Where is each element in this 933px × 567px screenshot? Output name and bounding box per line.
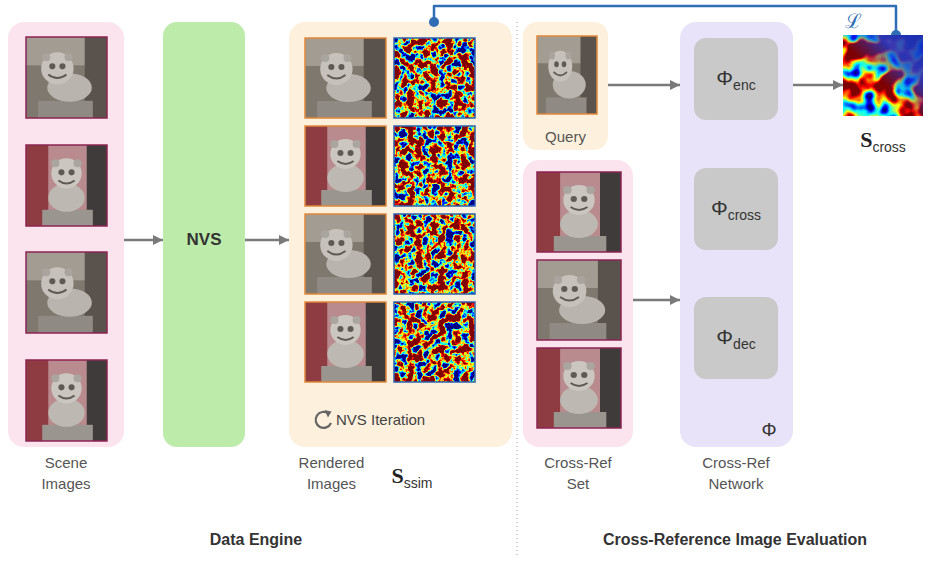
section-title: Cross-Reference Image Evaluation — [603, 531, 867, 548]
flow-arrow — [633, 299, 680, 302]
subscript-text: enc — [733, 77, 756, 93]
node-text: S — [860, 127, 872, 152]
text-holder: Scross — [833, 127, 933, 155]
caption-text: Rendered Images — [299, 454, 365, 492]
scene-images-panel: Scene Images — [8, 22, 124, 447]
subscript-text: ssim — [404, 475, 433, 491]
text-holder: Cross-Ref Set — [540, 452, 616, 494]
decoder-block: Φdec — [694, 297, 778, 379]
text-holder: Sssim — [379, 463, 445, 491]
node-text: NVS — [187, 230, 222, 249]
loss-symbol: ℒ — [845, 9, 862, 33]
text-holder: Query — [523, 126, 608, 147]
text-holder: Φ — [756, 418, 782, 442]
text-holder: Cross-Ref Network — [696, 452, 776, 494]
text-holder: Φcross — [694, 194, 778, 223]
cross-heatmap — [843, 35, 923, 116]
node-text: Φ — [716, 325, 733, 348]
encoder-block: Φenc — [694, 38, 778, 120]
subscript-text: cross — [728, 207, 761, 223]
caption-text: Cross-Ref Set — [544, 454, 612, 492]
cross-score-map: Scross — [843, 35, 923, 116]
text-holder: NVS — [163, 228, 245, 252]
node-text: S — [391, 463, 403, 488]
query-panel: Query — [523, 22, 608, 150]
flow-arrow — [245, 239, 289, 242]
cross-heatmap-shade — [843, 35, 923, 116]
node-text: Φ — [761, 419, 776, 440]
text-holder: Scene Images — [26, 452, 106, 494]
subscript-text: cross — [872, 139, 905, 155]
subscript-text: dec — [733, 336, 756, 352]
text-holder: Φdec — [694, 323, 778, 352]
cross-ref-set-panel: Cross-Ref Set — [523, 160, 633, 447]
node-text: NVS Iteration — [336, 411, 425, 428]
text-holder: NVS Iteration — [336, 410, 486, 430]
label-holder: ℒ — [845, 9, 862, 33]
caption-text: Query — [545, 128, 586, 145]
label-holder: Cross-Reference Image Evaluation — [575, 530, 895, 550]
node-text: Φ — [716, 66, 733, 89]
flow-arrow — [608, 84, 680, 87]
rendered-images-panel: NVS IterationRendered ImagesSssim — [289, 22, 512, 447]
text-holder: Φenc — [694, 64, 778, 93]
flow-arrow — [124, 239, 163, 242]
section-title: Data Engine — [210, 531, 302, 548]
caption-text: Scene Images — [41, 454, 90, 492]
section-separator — [517, 22, 518, 556]
nvs-box: NVS — [163, 22, 245, 447]
label-holder: Data Engine — [146, 530, 366, 550]
text-holder: Rendered Images — [289, 452, 374, 494]
node-text: Φ — [711, 196, 728, 219]
cross-ref-network-panel: ΦCross-Ref NetworkΦencΦcrossΦdec — [680, 22, 793, 447]
cross-attention-block: Φcross — [694, 168, 778, 250]
flow-arrow — [793, 84, 843, 87]
caption-text: Cross-Ref Network — [702, 454, 770, 492]
